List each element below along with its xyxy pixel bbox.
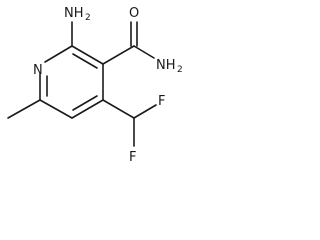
- fluorine-label-1: F: [158, 94, 165, 109]
- amine-label: NH: [64, 6, 84, 21]
- amine-subscript: 2: [85, 13, 91, 23]
- molecule-diagram: N NH 2 O NH 2 F F: [7, 6, 183, 165]
- carbonyl-oxygen-label: O: [129, 6, 139, 21]
- bond-c6-methyl: [7, 99, 41, 119]
- fluorine-label-2: F: [129, 150, 136, 165]
- amide-label: NH: [156, 58, 176, 73]
- bond-c4-c5-inner: [72, 95, 98, 111]
- bond-c4-c5: [71, 99, 104, 119]
- bond-c2-c3: [71, 45, 104, 65]
- bond-chf2-f1: [133, 104, 157, 119]
- bond-n1-c2: [44, 45, 73, 63]
- bond-c4-chf2: [102, 99, 135, 119]
- bond-c5-c6: [39, 99, 73, 119]
- bond-c2-c3-inner: [72, 53, 98, 69]
- ring-nitrogen-label: N: [33, 63, 43, 78]
- bond-carbonyl-nh2: [133, 45, 155, 59]
- amide-subscript: 2: [177, 65, 183, 75]
- bond-c3-carbonyl: [102, 45, 135, 65]
